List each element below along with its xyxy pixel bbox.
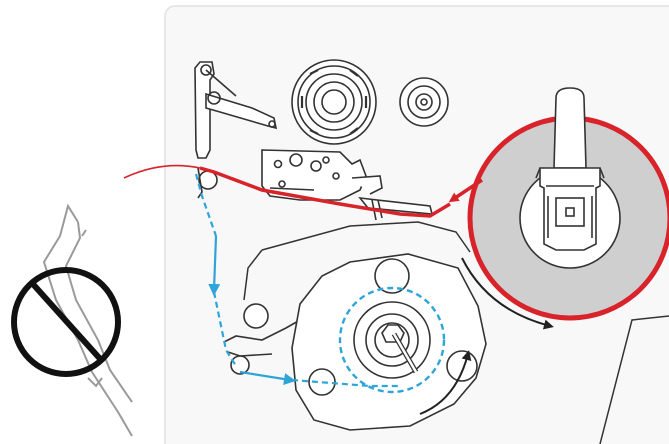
ribbon-supply-spindle [291,59,377,145]
label-path-red [123,164,483,218]
ribbon-takeup-hub [399,77,449,127]
frame-bracket [243,221,471,301]
lower-guide-rollers [197,167,301,375]
incorrect-path-ghost [42,203,133,437]
printer-side-panel [164,5,669,444]
printhead-assembly [194,61,434,221]
liner-path-blue [194,173,446,394]
cover-corner [599,315,669,444]
curved-arrow-icon [419,257,554,415]
media-hanger [535,87,605,251]
prohibition-sign-icon [11,267,121,377]
liner-takeup-plate [291,253,487,431]
